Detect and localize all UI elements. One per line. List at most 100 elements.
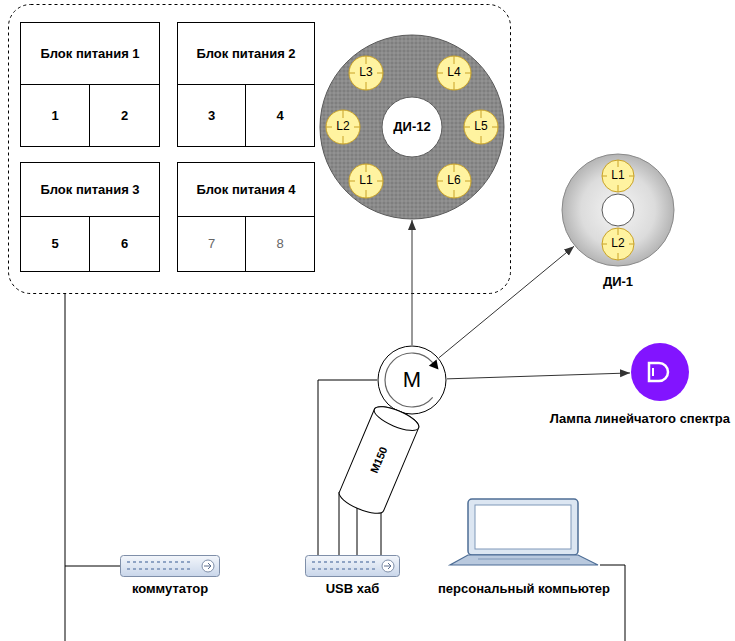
usb-cable — [339, 492, 340, 555]
shape-label: L6 — [447, 174, 460, 188]
channel-number: 6 — [121, 237, 128, 252]
disk-outline — [378, 346, 446, 414]
lamp-glyph — [652, 368, 654, 376]
device-port — [342, 561, 345, 563]
device-port — [372, 561, 375, 563]
lamp-bulb — [602, 160, 634, 192]
device-case — [306, 556, 400, 577]
power-supply-box: 56Блок питания 3 — [20, 162, 160, 272]
light-path-arrow — [412, 220, 413, 345]
device-port — [187, 568, 190, 570]
device-label: коммутатор — [132, 582, 208, 597]
device-port — [342, 568, 345, 570]
lamp-bulb — [349, 164, 383, 198]
channel-cell: 4 — [245, 84, 315, 147]
usb-hub: USB хаб — [305, 555, 400, 577]
lamp-bulb — [437, 164, 471, 198]
box-heading: Блок питания 2 — [178, 23, 314, 85]
light-path-arrow — [439, 246, 574, 357]
lamp-circle: L5 — [463, 109, 499, 145]
device-port — [318, 561, 321, 563]
network-wire — [65, 566, 120, 567]
power-supply-box: 78Блок питания 4 — [177, 162, 315, 272]
source-disk: L1L2ДИ-1 — [561, 153, 675, 267]
disk-outline — [562, 154, 674, 266]
lamp-circle: L3 — [348, 55, 384, 91]
box-heading: Блок питания 1 — [21, 23, 159, 85]
shape-label: L1 — [359, 174, 372, 188]
shape-label: L1 — [611, 169, 624, 183]
disk-outline — [320, 35, 504, 219]
channel-cell: 1 — [20, 84, 90, 147]
device-port — [127, 561, 130, 563]
lamp-cross — [349, 164, 383, 198]
device-port — [181, 561, 184, 563]
device-port — [175, 561, 178, 563]
device-port — [127, 568, 130, 570]
channel-cell: 5 — [20, 216, 90, 272]
lamp-bulb — [437, 56, 471, 90]
device-port — [187, 561, 190, 563]
pc-wire — [600, 565, 625, 641]
lamp-circle: L6 — [436, 163, 472, 199]
lamp-circle: L2 — [601, 227, 635, 261]
laptop-screen — [468, 499, 578, 555]
rotation-arc — [385, 353, 433, 407]
laptop-keys — [478, 559, 570, 560]
lamp-cross — [602, 228, 634, 260]
channel-number: 5 — [51, 237, 58, 252]
lamp-body — [631, 343, 689, 401]
lamp-cross — [437, 164, 471, 198]
channel-cell: 2 — [89, 84, 160, 147]
device-port — [324, 568, 327, 570]
device-port — [151, 568, 154, 570]
shape-label: L5 — [474, 120, 487, 134]
device-label: Лампа линейчатого спектра — [550, 412, 730, 427]
device-port — [133, 568, 136, 570]
laptop: персональный компьютер — [448, 498, 600, 568]
device-port — [336, 568, 339, 570]
lamp-cross — [437, 56, 471, 90]
lamp-circle: L1 — [348, 163, 384, 199]
lamp-circle: L4 — [436, 55, 472, 91]
lamp-cross — [464, 110, 498, 144]
lamp-bulb — [326, 110, 360, 144]
device-label: USB хаб — [326, 582, 380, 597]
device-port — [157, 561, 160, 563]
channel-number: 7 — [208, 237, 215, 252]
device-port — [324, 561, 327, 563]
laptop-base — [450, 555, 598, 565]
device-port — [181, 568, 184, 570]
device-port — [157, 568, 160, 570]
device-port — [360, 561, 363, 563]
channel-number: 1 — [51, 108, 58, 123]
cylinder-group — [336, 402, 421, 518]
usb-cable — [381, 510, 382, 555]
device-arrow — [384, 563, 391, 569]
lamp-cross — [326, 110, 360, 144]
lamp-bulb — [464, 110, 498, 144]
channel-number: 4 — [276, 108, 283, 123]
cylinder-cap — [371, 402, 421, 435]
device-port — [366, 568, 369, 570]
device-port — [151, 561, 154, 563]
power-supply-box: 1 2 Блок питания 1 — [20, 22, 160, 147]
source-disk: L3L4L2L5L1L6ДИ-12 — [319, 34, 505, 220]
device-case — [121, 556, 220, 577]
device-port — [354, 568, 357, 570]
lamp-bulb — [349, 56, 383, 90]
device-port — [330, 568, 333, 570]
device-port — [163, 568, 166, 570]
cylinder-body — [336, 402, 421, 518]
channel-number: 2 — [121, 108, 128, 123]
box-heading: Блок питания 4 — [178, 163, 314, 218]
shape-label: M — [403, 367, 421, 392]
group-frame — [9, 5, 511, 294]
device-port — [348, 561, 351, 563]
device-button — [382, 560, 394, 572]
rotation-arrow — [429, 359, 439, 369]
device-port — [145, 568, 148, 570]
lamp-bulb — [602, 228, 634, 260]
